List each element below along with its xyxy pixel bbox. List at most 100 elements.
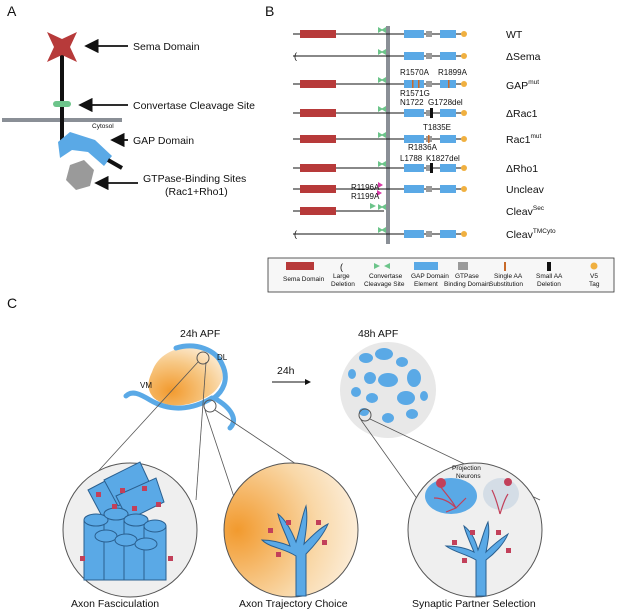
mut-n1722: N1722 — [400, 98, 424, 107]
mut-k1827del: K1827del — [426, 154, 460, 163]
construct-deletion-dsema: ( — [294, 51, 297, 61]
label-cytosol: Cytosol — [92, 123, 114, 130]
construct-v5-rac1mut — [461, 136, 467, 142]
label-dl: DL — [217, 353, 228, 362]
legend-gap-swatch — [414, 262, 438, 270]
construct-convertase-b-wt — [381, 27, 386, 33]
legend-v5-swatch — [590, 262, 598, 270]
convertase-site-shape — [53, 101, 71, 107]
mut-g1728del: G1728del — [428, 98, 463, 107]
antennal-lobe-24h — [148, 347, 224, 406]
construct-convertase-sec — [370, 203, 376, 209]
zoom-ring-dl — [196, 351, 210, 365]
construct-gap2-rac1mut — [440, 135, 456, 143]
construct-name-wt: WT — [506, 29, 523, 41]
mutation-labels: R1570A R1899A R1571G N1722 G1728del T183… — [351, 68, 468, 201]
legend: Sema Domain ( Large Deletion Convertase … — [267, 257, 615, 293]
construct-convertase-b-rac1mut — [381, 132, 386, 138]
construct-names: WT ΔSema GAPmut ΔRac1 Rac1mut ΔRho1 Uncl… — [506, 29, 556, 241]
label-projection-1: Projection — [452, 465, 481, 472]
construct-v5-cleavtm — [461, 231, 467, 237]
sema-domain-shape — [47, 32, 77, 62]
sema-markers-fasciculation — [80, 486, 173, 561]
construct-sub-rac1mut — [428, 135, 430, 143]
legend-single-l1: Single AA — [494, 273, 523, 280]
legend-single-l2: Substitution — [489, 281, 523, 288]
construct-sema-uncleav — [300, 185, 336, 193]
legend-convertase-swatch-b — [384, 263, 390, 269]
caption-fasciculation: Axon Fasciculation — [71, 598, 159, 610]
construct-convertase-b-drac1 — [381, 106, 386, 112]
construct-gap1-wt — [404, 30, 424, 38]
label-sema-domain: Sema Domain — [133, 41, 200, 53]
construct-name-cleavsec: CleavSec — [506, 205, 545, 218]
zoom-circle-fasciculation: Axon Fasciculation — [62, 461, 198, 610]
construct-sub-gap-c — [448, 80, 450, 88]
construct-gap1-drac1 — [404, 109, 424, 117]
construct-v5-uncleav — [461, 186, 467, 192]
construct-gap2-uncleav — [440, 185, 456, 193]
construct-gap2-dsema — [440, 52, 456, 60]
pn-soma-left — [436, 478, 446, 488]
construct-v5-gapmut — [461, 81, 467, 87]
label-gtpase-sites-1: GTPase-Binding Sites — [143, 173, 246, 185]
legend-sema-label: Sema Domain — [283, 276, 325, 283]
mut-r1571g: R1571G — [400, 89, 430, 98]
label-48h-apf: 48h APF — [358, 328, 398, 340]
construct-deletion-cleavtm: ( — [294, 229, 297, 239]
construct-convertase-a-gapmut — [378, 77, 383, 83]
construct-gap1-drho1 — [404, 164, 424, 172]
legend-convertase-l1: Convertase — [369, 273, 403, 280]
construct-name-dsema: ΔSema — [506, 51, 541, 63]
construct-sema-drho1 — [300, 164, 336, 172]
construct-gtpase-gapmut — [426, 81, 432, 87]
legend-convertase-l2: Cleavage Site — [364, 281, 405, 288]
legend-box — [267, 257, 615, 293]
construct-del-drho1 — [430, 163, 433, 173]
construct-gtpase-wt — [426, 31, 432, 37]
construct-convertase-b-drho1 — [381, 161, 386, 167]
label-24h-apf: 24h APF — [180, 328, 220, 340]
legend-small-l2: Deletion — [537, 281, 561, 288]
construct-convertase-a-drho1 — [378, 161, 383, 167]
legend-v5-l1: V5 — [590, 273, 598, 280]
sema-markers-trajectory — [268, 520, 327, 557]
panel-a-letter: A — [7, 3, 17, 19]
legend-gap-l1: GAP Domain — [411, 273, 449, 280]
construct-v5-drho1 — [461, 165, 467, 171]
construct-convertase-b-dsema — [381, 49, 386, 55]
label-convertase-site: Convertase Cleavage Site — [133, 100, 255, 112]
pn-soma-right — [504, 478, 512, 486]
legend-single-swatch — [504, 262, 506, 271]
gtpase-hexagon-shape — [66, 160, 94, 190]
construct-gap1-dsema — [404, 52, 424, 60]
panel-c-letter: C — [7, 295, 17, 311]
construct-name-uncleav: Uncleav — [506, 184, 545, 196]
construct-gap2-drho1 — [440, 164, 456, 172]
legend-gtpase-l1: GTPase — [455, 273, 479, 280]
zoom-ring-48h — [358, 408, 372, 422]
construct-gtpase-drho1 — [426, 165, 432, 171]
construct-uncleav-a — [378, 182, 383, 188]
axon-tract-dl — [173, 343, 236, 431]
legend-v5-l2: Tag — [589, 281, 600, 288]
gap-domain-shape — [58, 132, 112, 166]
brain-48h: 48h APF — [340, 328, 436, 438]
panel-b-letter: B — [265, 3, 274, 19]
construct-gap1-rac1mut — [404, 135, 424, 143]
construct-sema-wt — [300, 30, 336, 38]
glomerulus-blue — [425, 478, 477, 514]
label-gtpase-sites-2: (Rac1+Rho1) — [165, 186, 228, 198]
label-gap-domain: GAP Domain — [133, 135, 194, 147]
construct-convertase-a-wt — [378, 27, 383, 33]
zoom-circle-partner: Projection Neurons Synaptic Partner Sele… — [407, 462, 543, 610]
construct-convertase-a-drac1 — [378, 106, 383, 112]
mut-l1788: L1788 — [400, 154, 423, 163]
legend-deletion-l1: Large — [333, 273, 350, 280]
construct-convertase-b-cleavsec — [381, 204, 386, 210]
time-arrow: 24h — [272, 365, 311, 385]
construct-name-gapmut: GAPmut — [506, 79, 539, 92]
legend-convertase-swatch-a — [374, 263, 380, 269]
mut-r1196a: R1196A — [351, 183, 380, 192]
